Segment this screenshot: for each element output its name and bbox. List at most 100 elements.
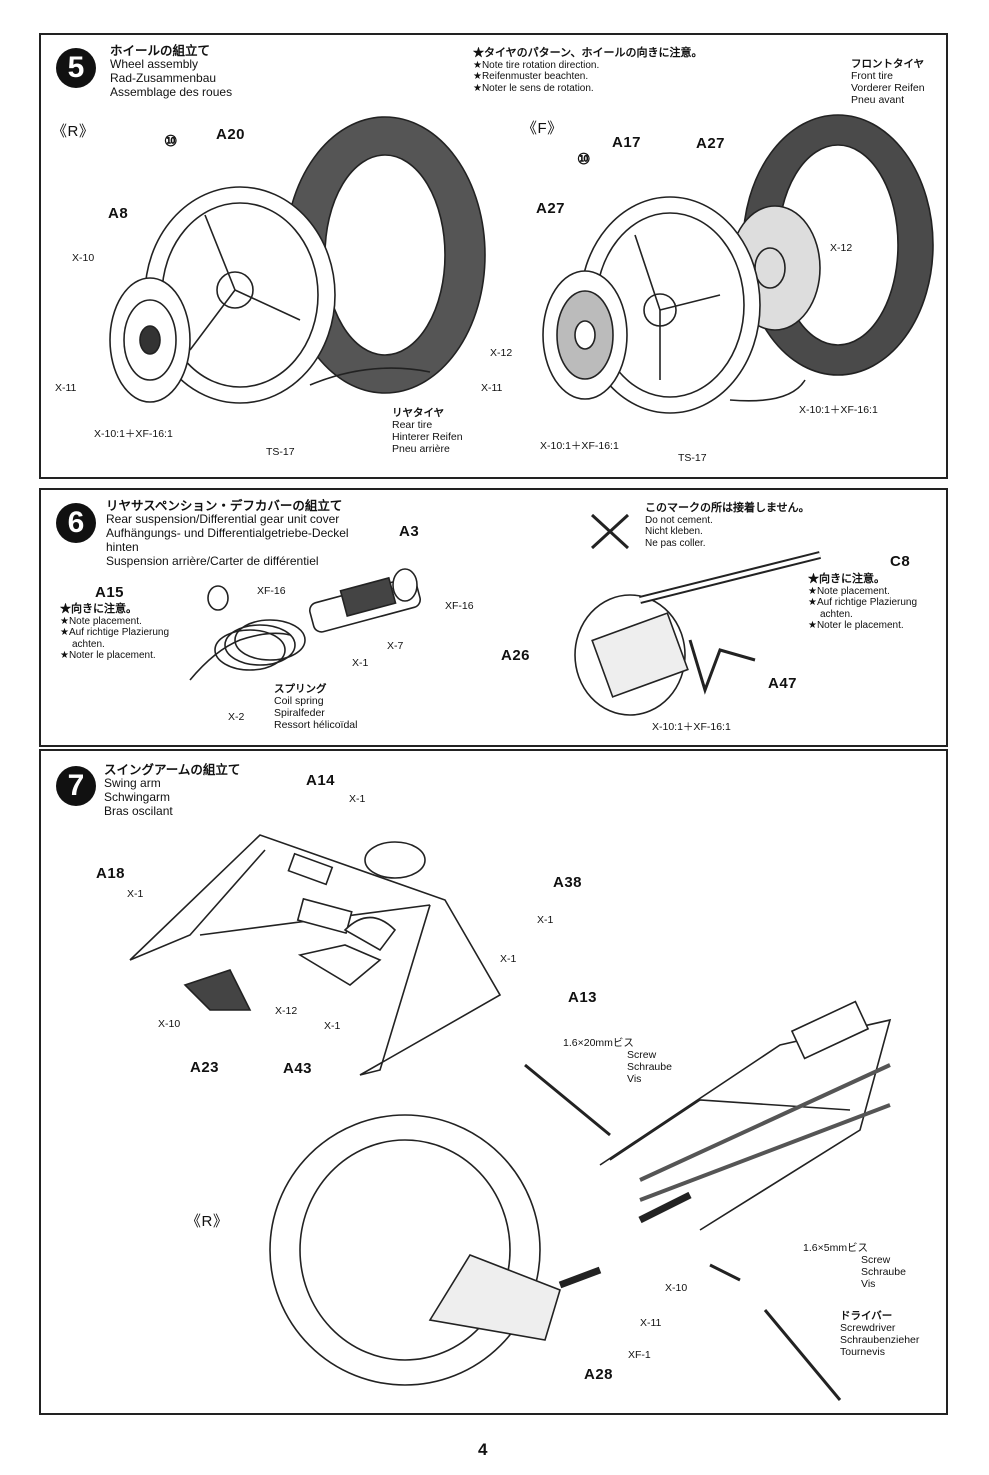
diff-cover-illustration (574, 551, 821, 716)
step6-title-de2: hinten (106, 539, 139, 554)
step6-title: リヤサスペンション・デフカバーの組立て Rear suspension/Diff… (106, 499, 349, 569)
rear-shock-illustration (189, 568, 422, 681)
part-a47: A47 (768, 675, 798, 692)
rear-brake-disc-illustration (109, 277, 191, 403)
swing-arm-exploded-illustration (129, 834, 502, 1076)
rear-tire-fr: Pneu arrière (392, 443, 450, 456)
step6-panel (39, 488, 948, 747)
step5-note-de: ★Reifenmuster beachten. (473, 71, 589, 83)
step5-title-jp: ホイールの組立て (110, 44, 211, 58)
screw20-en: Screw (627, 1049, 657, 1062)
step6-number: 6 (56, 503, 96, 543)
paint-ts17-rear: TS-17 (266, 446, 295, 458)
paint-x1: X-1 (352, 657, 369, 669)
nocement-jp: このマークの所は接着しません。 (645, 502, 810, 514)
no-cement-note: このマークの所は接着しません。 Do not cement. Nicht kle… (645, 502, 810, 549)
step6-placement-note-2: ★向きに注意。 ★Note placement. ★Auf richtige P… (808, 573, 917, 632)
paint-xf16-a: XF-16 (257, 585, 286, 597)
step7-title-de: Schwingarm (104, 790, 171, 805)
part-a43: A43 (283, 1060, 313, 1077)
step5-note-jp: ★タイヤのパターン、ホイールの向きに注意。 (473, 47, 703, 59)
paint-x10-rear: X-10 (72, 252, 95, 264)
screw5-fr: Vis (861, 1278, 876, 1291)
front-brake-disc-left (542, 270, 628, 400)
step7-title-en: Swing arm (104, 776, 161, 791)
part-a13: A13 (568, 989, 598, 1006)
screw5-en: Screw (861, 1254, 891, 1267)
paint-x1-a14: X-1 (349, 793, 366, 805)
front-tire-de: Vorderer Reifen (851, 82, 925, 95)
spring-de: Spiralfeder (274, 707, 325, 720)
page-number: 4 (478, 1440, 488, 1459)
place2-de2: achten. (820, 608, 853, 620)
paint-x1-a38: X-1 (537, 914, 554, 926)
part-a20: A20 (216, 126, 246, 143)
place-note-en: ★Note placement. (60, 615, 142, 627)
paint-x1-a43: X-1 (324, 1020, 341, 1032)
part-a38: A38 (553, 874, 583, 891)
paint-x2: X-2 (228, 711, 245, 723)
step6-title-fr: Suspension arrière/Carter de différentie… (106, 553, 319, 568)
step6-title-jp: リヤサスペンション・デフカバーの組立て (106, 499, 343, 513)
rear-wheel-illustration (144, 186, 336, 404)
part-c8: C8 (890, 553, 911, 570)
screw20-fr: Vis (627, 1073, 642, 1086)
step5-note-fr: ★Noter le sens de rotation. (473, 82, 594, 94)
screw-5mm-label: 1.6×5mmビス Screw Schraube Vis (803, 1242, 906, 1290)
step7-title: スイングアームの組立て Swing arm Schwingarm Bras os… (104, 763, 240, 819)
paint-xf16-b: XF-16 (445, 600, 474, 612)
driver-fr: Tournevis (840, 1346, 885, 1359)
step7-title-jp: スイングアームの組立て (104, 763, 241, 777)
step6-title-de: Aufhängungs- und Differentialgetriebe-De… (106, 526, 349, 541)
paint-x12-front-right: X-12 (830, 242, 853, 254)
part-a27-left: A27 (536, 200, 566, 217)
paint-x1-a13: X-1 (500, 953, 517, 965)
rear-tire-label: リヤタイヤ Rear tire Hinterer Reifen Pneu arr… (392, 407, 463, 455)
step7-title-fr: Bras oscilant (104, 803, 173, 818)
nocement-de: Nicht kleben. (645, 526, 703, 538)
paint-x10-a23: X-10 (158, 1018, 181, 1030)
screwdriver-label: ドライバー Screwdriver Schraubenzieher Tourne… (840, 1310, 919, 1358)
paint-mix-rear: X-10:1＋XF-16:1 (94, 428, 173, 440)
spring-jp: スプリング (274, 683, 327, 695)
screw20-jp: 1.6×20mmビス (563, 1037, 634, 1049)
screw5-jp: 1.6×5mmビス (803, 1242, 869, 1254)
screw20-de: Schraube (627, 1061, 672, 1074)
paint-x7: X-7 (387, 640, 404, 652)
coil-spring-label: スプリング Coil spring Spiralfeder Ressort hé… (274, 683, 357, 731)
step7-panel (39, 749, 948, 1415)
front-tire-fr: Pneu avant (851, 94, 905, 107)
paint-x11-front: X-11 (481, 382, 503, 394)
paint-x10-step7: X-10 (665, 1282, 688, 1294)
rear-tire-de: Hinterer Reifen (392, 431, 463, 444)
part-a18: A18 (96, 865, 126, 882)
paint-mix-front-left: X-10:1＋XF-16:1 (540, 440, 619, 452)
place2-jp: ★向きに注意。 (808, 573, 885, 585)
part-a3: A3 (399, 523, 420, 540)
place-note-jp: ★向きに注意。 (60, 603, 137, 615)
driver-jp: ドライバー (840, 1310, 893, 1322)
part-a17: A17 (612, 134, 642, 151)
part-a23: A23 (190, 1059, 220, 1076)
place-note-de: ★Auf richtige Plazierung (60, 627, 170, 639)
rear-tire-jp: リヤタイヤ (392, 407, 445, 419)
front-tire-en: Front tire (851, 70, 894, 83)
assembled-rear-tire-illustration (269, 1114, 541, 1386)
step5-title-de: Rad-Zusammenbau (110, 71, 217, 86)
front-tire-label: フロントタイヤ Front tire Vorderer Reifen Pneu … (851, 58, 925, 106)
no-cement-mark-icon (590, 513, 630, 550)
step5-title: ホイールの組立て Wheel assembly Rad-Zusammenbau … (110, 44, 232, 100)
paint-xf1: XF-1 (628, 1349, 651, 1361)
step5-title-en: Wheel assembly (110, 57, 199, 72)
nocement-en: Do not cement. (645, 514, 713, 526)
step5-title-fr: Assemblage des roues (110, 84, 233, 99)
paint-ts17-front: TS-17 (678, 452, 707, 464)
step5-number: 5 (56, 48, 96, 88)
screw-20mm-label: 1.6×20mmビス Screw Schraube Vis (563, 1037, 672, 1085)
paint-mix-front-right: X-10:1＋XF-16:1 (799, 404, 878, 416)
step5-note: ★タイヤのパターン、ホイールの向きに注意。 ★Note tire rotatio… (473, 47, 702, 94)
rear-marker: 《R》 (52, 123, 95, 140)
place-note-de2: achten. (72, 638, 105, 650)
step5-note-en: ★Note tire rotation direction. (473, 59, 600, 71)
